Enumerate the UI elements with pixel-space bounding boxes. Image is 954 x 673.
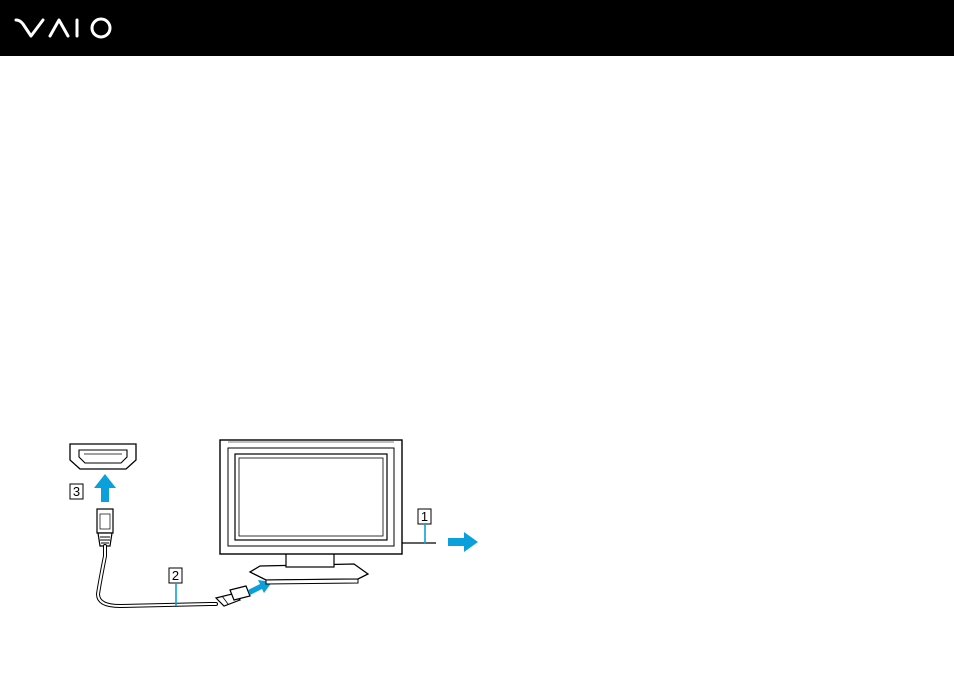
- up-arrow-icon: [94, 474, 116, 502]
- hdmi-cable: [98, 546, 216, 606]
- vaio-logo: [14, 14, 120, 42]
- right-arrow-icon: [448, 532, 478, 552]
- tv-icon: [220, 440, 402, 554]
- callout-3: 3: [70, 484, 83, 499]
- svg-text:2: 2: [172, 568, 179, 583]
- hdmi-connection-illustration: 3 2 1: [60, 436, 490, 616]
- header-bar: [0, 0, 954, 56]
- hdmi-plug-icon: [97, 509, 113, 546]
- svg-text:3: 3: [73, 484, 80, 499]
- svg-text:1: 1: [421, 509, 428, 524]
- hdmi-cable-connector-icon: [216, 586, 250, 606]
- callout-1: 1: [418, 509, 431, 544]
- callout-2: 2: [169, 568, 182, 606]
- hdmi-port-icon: [70, 444, 136, 469]
